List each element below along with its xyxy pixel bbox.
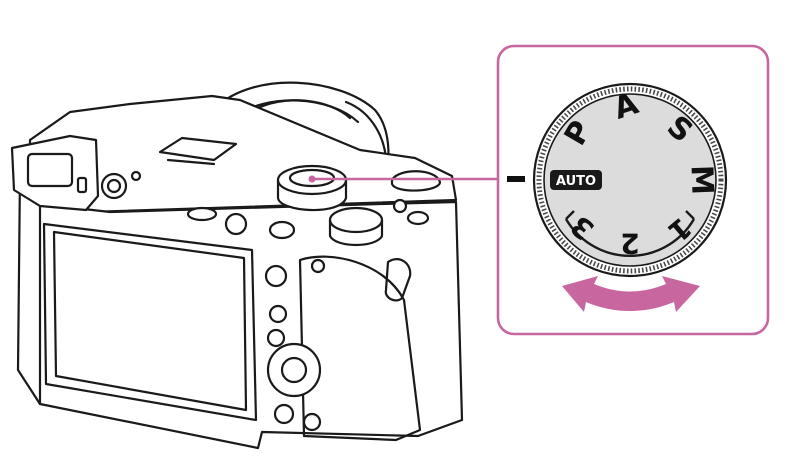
bracket-end-right [685,210,695,220]
fn-button-top [406,210,430,226]
am-button [264,264,288,288]
dial-knurl-texture [536,86,724,274]
control-wheel-center [280,356,308,384]
rear-control-dial-center [106,178,122,194]
dial-index-mark [507,176,525,182]
hot-shoe [158,136,238,162]
menu-button [268,220,296,240]
mode-2: 2 [620,227,639,260]
mode-m: M [683,164,719,195]
dial-face [543,93,717,267]
eyepiece-window [26,152,74,188]
lcd-monitor-screen [52,230,248,412]
playback-button [273,403,295,425]
top-screw [130,170,142,182]
fn-button [266,328,286,348]
auto-badge-bg [550,170,602,190]
rear-dial-top [328,206,384,234]
camera-illustration [10,81,464,450]
lens-ring-2 [248,99,352,120]
enlarged-mode-dial: AUTO P A S M 1 2 3 [507,82,728,278]
mode-auto: AUTO [556,174,596,189]
bracket-end-left [565,210,575,220]
movie-button [310,258,326,274]
c2-button [392,198,408,214]
c3-button [268,304,288,324]
double-headed-curved-arrow-icon [562,276,700,312]
camera-grip [298,255,422,442]
callout-anchor-dot [308,175,316,183]
c1-button [186,206,218,222]
shutter-button [390,170,442,192]
eye-sensor [76,176,88,194]
delete-button [302,412,322,432]
memory-recall-bracket [564,218,696,258]
rear-dial-side [328,218,384,246]
hot-shoe-rail [166,158,216,166]
af-on-button [224,212,248,236]
rotation-arrow-body [562,276,700,312]
